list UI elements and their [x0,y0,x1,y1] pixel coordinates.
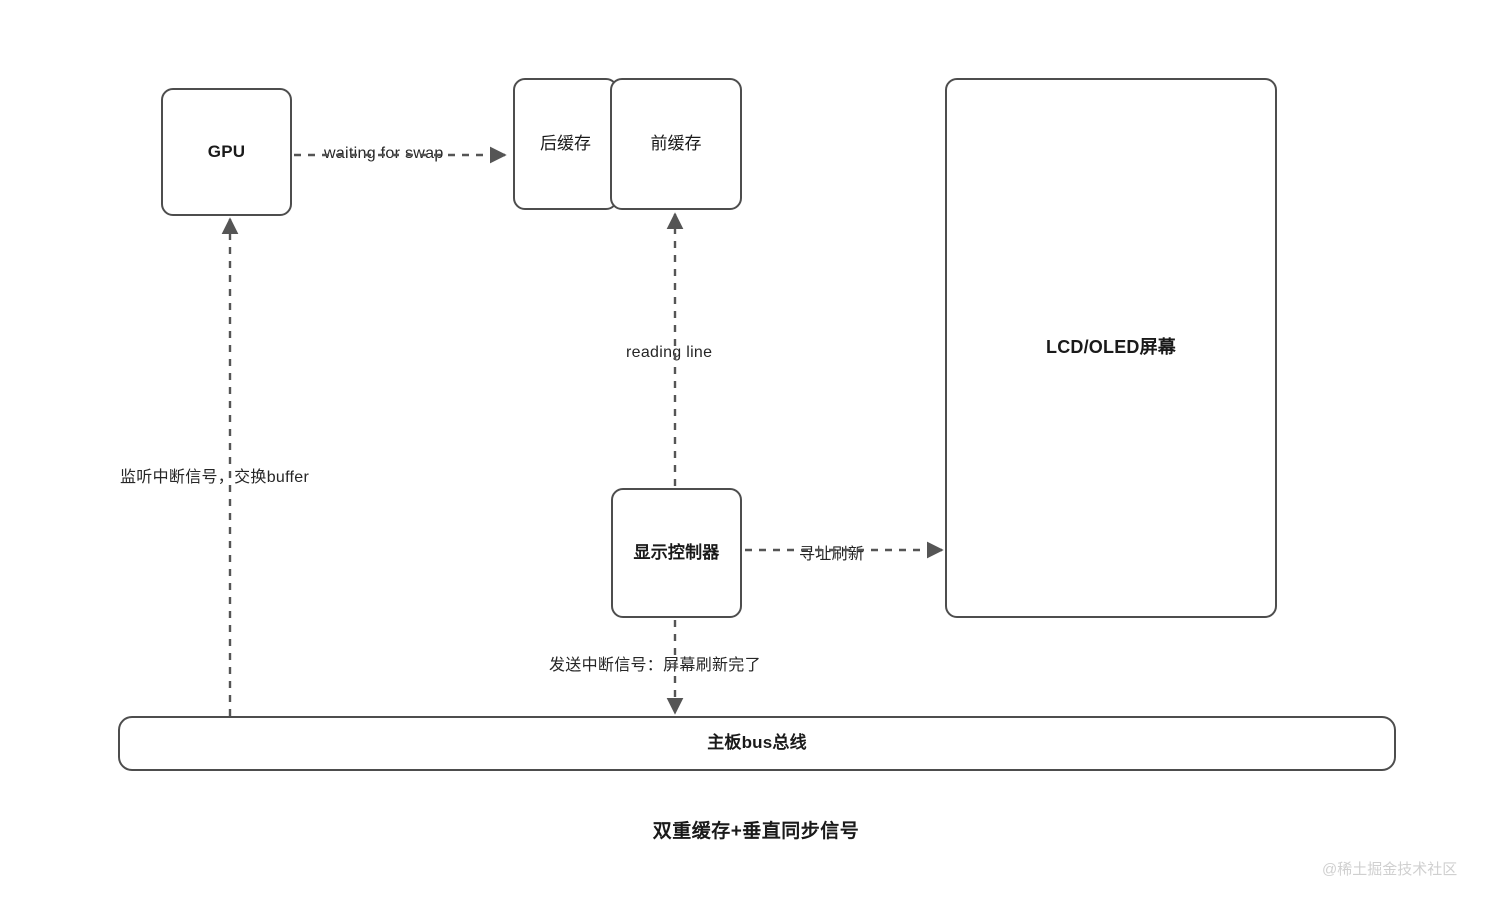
node-front-buffer-label: 前缓存 [650,133,702,153]
edge-label-address-refresh: 寻址刷新 [793,540,871,564]
node-motherboard-bus-label: 主板bus总线 [707,733,807,753]
node-front-buffer[interactable]: 前缓存 [610,78,742,210]
edge-label-reading-line: reading line [620,344,719,362]
edge-label-send-interrupt: 发送中断信号：屏幕刷新完了 [543,651,767,675]
node-back-buffer-label: 后缓存 [540,133,591,153]
node-display-controller-label: 显示控制器 [633,542,720,562]
node-lcd-oled-screen-label: LCD/OLED屏幕 [1046,337,1176,358]
node-gpu-label: GPU [207,141,246,161]
edge-label-listen-interrupt: 监听中断信号，交换buffer [114,463,316,487]
node-lcd-oled-screen[interactable]: LCD/OLED屏幕 [945,78,1277,618]
node-gpu[interactable]: GPU [161,88,292,216]
watermark: @稀土掘金技术社区 [1322,861,1458,878]
node-display-controller[interactable]: 显示控制器 [611,488,742,618]
diagram-title: 双重缓存+垂直同步信号 [652,821,860,842]
node-back-buffer[interactable]: 后缓存 [513,78,618,210]
edge-label-waiting-for-swap: waiting for swap [318,145,450,163]
node-motherboard-bus[interactable]: 主板bus总线 [118,716,1396,771]
